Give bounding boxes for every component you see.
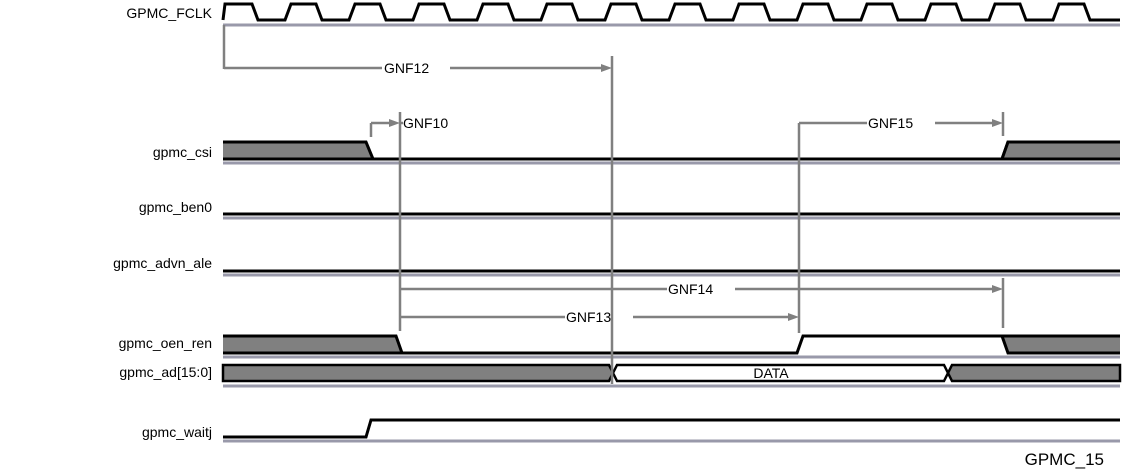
waveform-gpmc-oen-ren xyxy=(223,334,1120,355)
timing-gnf15: GNF15 xyxy=(799,115,1003,131)
arrow-icon xyxy=(788,313,799,321)
timing-label-gnf13: GNF13 xyxy=(566,309,611,325)
arrow-icon xyxy=(601,64,612,72)
waveform-gpmc-ad-bus: DATA xyxy=(221,363,1122,383)
timing-label-gnf15: GNF15 xyxy=(868,115,913,131)
figure-id: GPMC_15 xyxy=(1025,450,1104,469)
arrow-icon xyxy=(992,119,1003,127)
timing-label-gnf14: GNF14 xyxy=(668,281,713,297)
timing-gnf12: GNF12 xyxy=(224,60,612,76)
arrow-icon xyxy=(389,119,400,127)
timing-label-gnf10: GNF10 xyxy=(403,115,448,131)
timing-gnf10: GNF10 xyxy=(371,115,448,131)
timing-reference-lines xyxy=(222,25,1005,384)
timing-gnf14: GNF14 xyxy=(400,281,1003,297)
timing-label-gnf12: GNF12 xyxy=(384,60,429,76)
arrow-icon xyxy=(992,285,1003,293)
signal-label-gpmc-oen-ren: gpmc_oen_ren xyxy=(119,335,212,351)
clock-waveform-gpmc-fclk xyxy=(221,2,1120,22)
signal-label-gpmc-fclk: GPMC_FCLK xyxy=(126,5,212,21)
timing-gnf13: GNF13 xyxy=(400,309,799,325)
signal-label-gpmc-waitj: gpmc_waitj xyxy=(142,424,212,440)
baselines xyxy=(223,23,1120,443)
signal-label-gpmc-ben0: gpmc_ben0 xyxy=(139,199,212,215)
signal-label-gpmc-csi: gpmc_csi xyxy=(153,144,212,160)
bus-value-data: DATA xyxy=(753,365,789,381)
waveform-gpmc-csi xyxy=(223,140,1120,161)
waveform-gpmc-waitj xyxy=(223,418,1120,439)
signal-label-gpmc-ad: gpmc_ad[15:0] xyxy=(119,364,212,380)
signal-label-gpmc-advn-ale: gpmc_advn_ale xyxy=(113,255,212,271)
